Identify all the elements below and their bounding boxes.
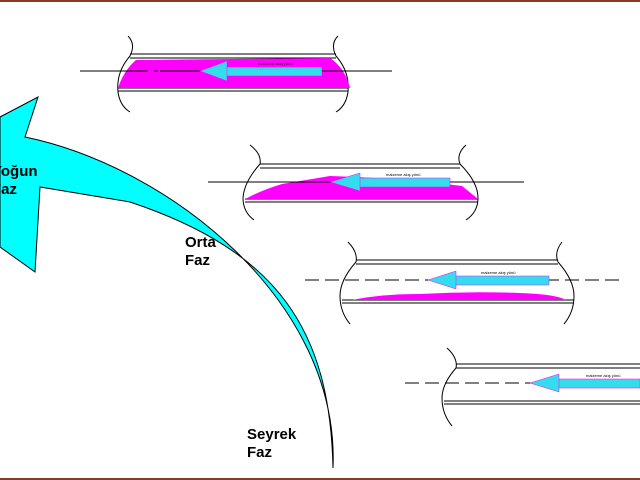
flow-arrow-shaft [224, 66, 323, 77]
dense-phase-label-line2: Faz [0, 181, 17, 198]
pipe-dense-phase: malzeme akış yönü [80, 35, 392, 113]
dense-phase-label-line1: Yoğun [0, 163, 38, 180]
pipe-outline [117, 35, 134, 113]
middle-phase-label-line2: Faz [185, 252, 210, 269]
phase-progression-arrow [0, 95, 334, 469]
flow-direction-label: malzeme akış yönü [481, 270, 515, 275]
flow-direction-label: malzeme akış yönü [586, 373, 620, 378]
pipe-middle-phase: malzeme akış yönü [305, 241, 620, 325]
flow-arrow-head [199, 60, 228, 82]
pipe-transition-phase: malzeme akış yönü [208, 144, 524, 221]
sparse-phase-label-line2: Faz [247, 444, 272, 461]
sparse-phase-label-line1: Seyrek [247, 426, 297, 443]
flow-direction-label: malzeme akış yönü [386, 172, 420, 177]
middle-phase-label-line1: Orta [185, 234, 217, 251]
pipe-sparse-phase: malzeme akış yönü [405, 347, 640, 427]
flow-direction-label: malzeme akış yönü [258, 61, 292, 66]
